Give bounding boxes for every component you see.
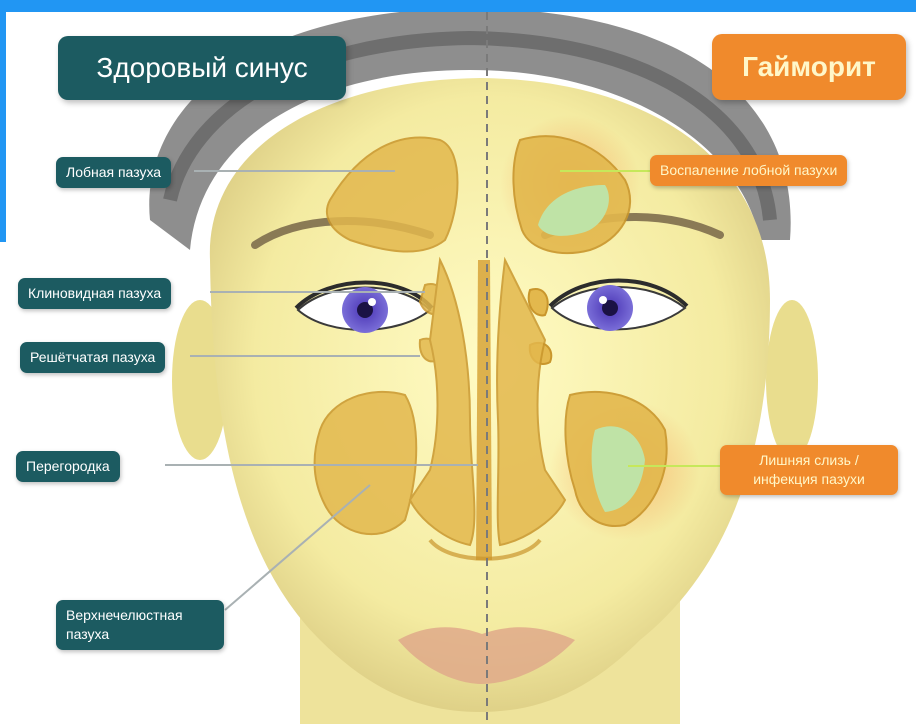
frame-top-border bbox=[0, 0, 916, 12]
left-maxillary-sinus bbox=[315, 392, 417, 534]
label-septum: Перегородка bbox=[16, 451, 120, 482]
label-ethmoid-sinus: Решётчатая пазуха bbox=[20, 342, 165, 373]
label-frontal-inflammation: Воспаление лобной пазухи bbox=[650, 155, 847, 186]
title-healthy-sinus: Здоровый синус bbox=[58, 36, 346, 100]
label-excess-mucus: Лишняя слизь / инфекция пазухи bbox=[720, 445, 898, 495]
frame-left-border bbox=[0, 0, 6, 242]
right-ear bbox=[766, 300, 818, 460]
label-maxillary-sinus: Верхнечелюстная пазуха bbox=[56, 600, 224, 650]
label-sphenoid-sinus: Клиновидная пазуха bbox=[18, 278, 171, 309]
label-frontal-sinus: Лобная пазуха bbox=[56, 157, 171, 188]
title-sinusitis: Гайморит bbox=[712, 34, 906, 100]
nasal-septum bbox=[476, 260, 492, 560]
